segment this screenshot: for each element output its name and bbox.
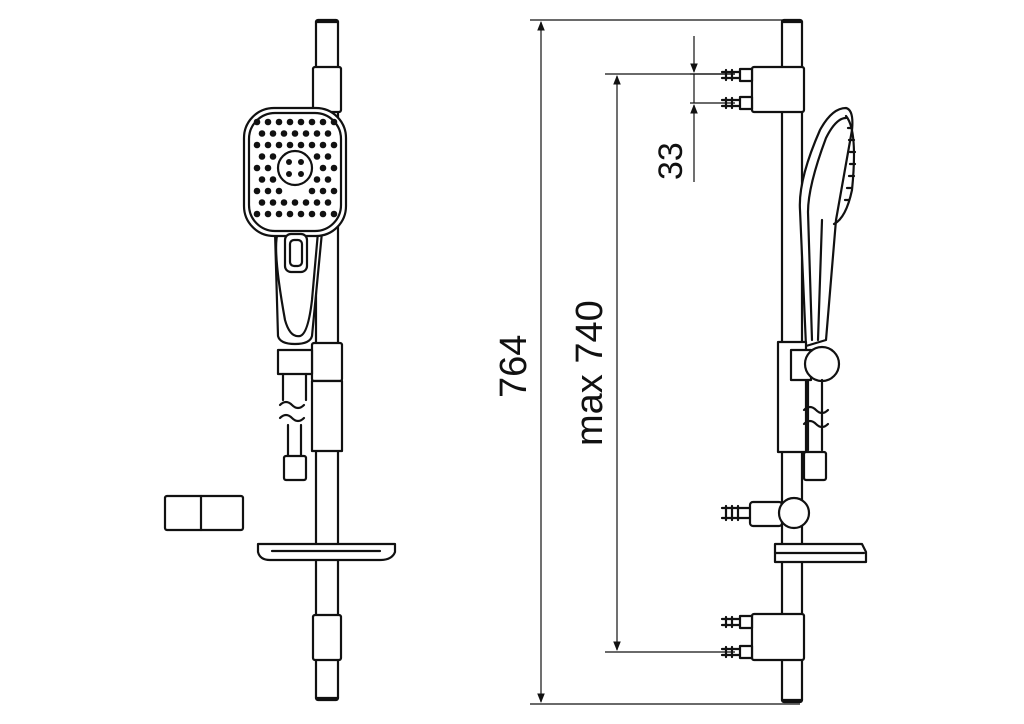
- nozzle-dot: [258, 199, 266, 206]
- nozzle-dot: [297, 210, 305, 218]
- side-top-bracket: [720, 65, 806, 114]
- nozzle-dot: [269, 153, 277, 160]
- nozzle-dot: [253, 210, 261, 218]
- nozzle-dot: [253, 187, 261, 195]
- nozzle-dot: [291, 130, 299, 137]
- nozzle-dot: [313, 176, 321, 183]
- nozzle-dot: [313, 130, 321, 137]
- nozzle-dot: [319, 118, 327, 126]
- nozzle-dot: [308, 187, 316, 195]
- nozzle-dot: [269, 176, 277, 183]
- nozzle-dot: [330, 164, 338, 172]
- nozzle-pattern: [253, 118, 338, 218]
- nozzle-dot: [297, 141, 305, 149]
- nozzle-dot: [297, 118, 305, 126]
- front-top-bracket: [311, 65, 343, 114]
- nozzle-dot: [258, 153, 266, 160]
- nozzle-dot: [269, 130, 277, 137]
- front-soap-dish: [256, 542, 397, 562]
- nozzle-dot: [264, 187, 272, 195]
- nozzle-dot: [319, 164, 327, 172]
- nozzle-dot: [302, 199, 310, 206]
- nozzle-dot: [275, 118, 283, 126]
- dim-label-740: max 740: [569, 300, 611, 446]
- nozzle-dot: [308, 141, 316, 149]
- nozzle-dot: [286, 210, 294, 218]
- nozzle-dot: [264, 118, 272, 126]
- nozzle-dot: [308, 118, 316, 126]
- nozzle-dot: [291, 199, 299, 206]
- nozzle-dot: [275, 187, 283, 195]
- nozzle-dot: [319, 187, 327, 195]
- nozzle-dot: [324, 153, 332, 160]
- nozzle-dot: [286, 141, 294, 149]
- nozzle-dot: [269, 199, 277, 206]
- side-slider: [776, 340, 841, 482]
- front-bottom-bracket: [311, 613, 343, 662]
- nozzle-dot: [264, 141, 272, 149]
- side-hand-shower: [798, 106, 857, 348]
- nozzle-dot: [313, 153, 321, 160]
- nozzle-dot: [258, 176, 266, 183]
- nozzle-dot: [275, 210, 283, 218]
- side-soap-dish: [773, 542, 868, 564]
- nozzle-dot: [330, 187, 338, 195]
- dim-label-764: 764: [493, 335, 535, 398]
- nozzle-dot: [253, 118, 261, 126]
- nozzle-dot: [280, 199, 288, 206]
- nozzle-dot: [324, 130, 332, 137]
- nozzle-dot: [286, 118, 294, 126]
- front-hand-shower: [242, 106, 348, 346]
- nozzle-dot: [330, 141, 338, 149]
- nozzle-dot: [302, 130, 310, 137]
- nozzle-dot: [253, 164, 261, 172]
- nozzle-dot: [330, 210, 338, 218]
- nozzle-dot: [253, 141, 261, 149]
- side-view: [720, 18, 868, 704]
- nozzle-dot: [324, 199, 332, 206]
- slider-knob: [803, 345, 841, 383]
- dimension-labels: 764 max 740 33: [493, 142, 690, 446]
- dim-label-33: 33: [652, 142, 690, 180]
- dimension-lines: [530, 19, 800, 705]
- front-loose-bracket: [163, 494, 245, 532]
- nozzle-dot: [308, 210, 316, 218]
- nozzle-dot: [264, 164, 272, 172]
- nozzle-dot: [264, 210, 272, 218]
- nozzle-dot: [330, 118, 338, 126]
- nozzle-dot: [258, 130, 266, 137]
- nozzle-dot: [275, 141, 283, 149]
- nozzle-dot: [324, 176, 332, 183]
- side-bottom-bracket: [720, 612, 806, 662]
- nozzle-dot: [319, 141, 327, 149]
- front-slider-holder: [276, 341, 344, 482]
- side-hose-connector: [720, 496, 811, 530]
- nozzle-dot: [280, 130, 288, 137]
- front-view: [163, 18, 397, 702]
- nozzle-dot: [319, 210, 327, 218]
- nozzle-dot: [313, 199, 321, 206]
